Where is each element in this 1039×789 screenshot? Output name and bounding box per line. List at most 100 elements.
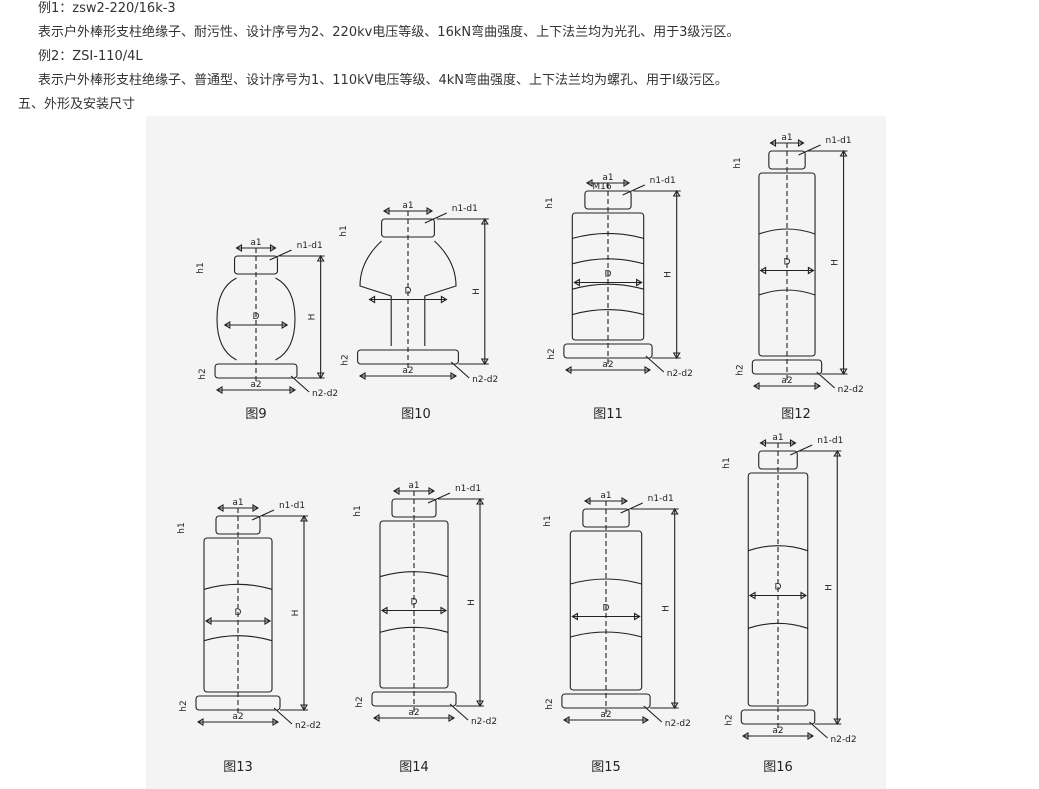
d-dimension-heads (571, 612, 641, 621)
h-dimension-heads (476, 497, 484, 708)
caption-fig-9: 图9 (245, 407, 266, 422)
caption-fig-12: 图12 (781, 407, 811, 422)
a2-dimension-heads (752, 382, 822, 390)
example-1-description: 表示户外棒形支柱绝缘子、耐污性、设计序号为2、220kv电压等级、16kN弯曲强… (38, 25, 740, 40)
a1-label: a1 (408, 481, 419, 491)
h-label: H (831, 259, 841, 266)
h1-label: h1 (733, 157, 743, 168)
a2-label: a2 (772, 726, 783, 736)
a2-dimension-heads (196, 718, 280, 726)
a1-label: a1 (600, 491, 611, 501)
a1-label: a1 (402, 201, 413, 211)
caption-fig-15: 图15 (591, 760, 621, 775)
insulator-body (758, 172, 816, 357)
n1d1-label: n1-d1 (825, 136, 851, 146)
h2-label: h2 (724, 714, 734, 725)
d-dimension-heads (380, 606, 448, 615)
d-label: D (411, 598, 418, 608)
body-left (216, 277, 237, 361)
a2-dimension-heads (372, 714, 456, 722)
n2-leader (290, 375, 310, 393)
caption-fig-16: 图16 (763, 760, 793, 775)
shed-4 (572, 309, 644, 316)
h-label: H (664, 271, 674, 278)
d-label: D (605, 270, 612, 280)
a2-dimension-heads (564, 366, 652, 374)
h2-label: h2 (735, 364, 745, 375)
n1d1-label: n1-d1 (279, 501, 305, 511)
h-dimension-heads (300, 514, 308, 712)
n2-leader (449, 703, 469, 721)
h2-label: h2 (545, 698, 555, 709)
d-dimension-heads (223, 321, 289, 329)
n2d2-label: n2-d2 (472, 375, 498, 385)
n2d2-label: n2-d2 (838, 385, 864, 395)
a1-dimension-heads (235, 244, 277, 252)
n1-leader (622, 184, 645, 196)
shed-3 (572, 283, 644, 290)
n1-leader (269, 249, 292, 261)
shed-1 (570, 578, 642, 585)
n2d2-label: n2-d2 (665, 719, 691, 729)
h1-label: h1 (353, 505, 363, 516)
h-label: H (472, 288, 482, 295)
n1d1-label: n1-d1 (650, 176, 676, 186)
caption-fig-11: 图11 (593, 407, 623, 422)
n2-leader (645, 355, 665, 373)
a1-dimension-heads (392, 487, 436, 495)
d-label: D (253, 312, 260, 322)
n2-leader (643, 705, 663, 723)
shed-1 (758, 228, 816, 235)
h-dimension-heads (480, 217, 489, 366)
insulator-body (747, 472, 809, 707)
section-heading: 五、外形及安装尺寸 (18, 97, 136, 112)
h1-label: h1 (543, 515, 553, 526)
h2-label: h2 (547, 348, 557, 359)
body-right (424, 240, 457, 346)
h-label: H (662, 605, 672, 612)
n1-leader (620, 502, 643, 514)
h-dimension-heads (833, 449, 842, 726)
shed-1 (748, 545, 808, 552)
h1-label: h1 (177, 522, 187, 533)
a2-dimension-heads (741, 732, 815, 740)
example-2-description: 表示户外棒形支柱绝缘子、普通型、设计序号为1、110kV电压等级、4kN弯曲强度… (38, 73, 728, 88)
d-label: D (405, 287, 412, 297)
a1-dimension-heads (769, 139, 805, 147)
d-label: D (603, 604, 610, 614)
caption-fig-13: 图13 (223, 760, 253, 775)
d-dimension-heads (759, 266, 815, 275)
d-dimension-heads (368, 295, 448, 304)
a1-dimension-heads (759, 439, 797, 447)
shed-2 (203, 635, 273, 642)
a2-dimension-heads (562, 716, 650, 724)
h-label: H (291, 610, 301, 617)
n1-leader (427, 492, 451, 504)
a2-label: a2 (250, 380, 261, 390)
n2-leader (809, 721, 828, 739)
insulator-drawings: Da1a2Hh1h2n1-d1n2-d2图9Da1a2Hh1h2n1-d1n2-… (177, 133, 864, 775)
a1-dimension-heads (216, 504, 260, 512)
a2-label: a2 (602, 360, 613, 370)
a1-dimension-heads (382, 207, 434, 215)
body-right (275, 277, 296, 361)
d-dimension-heads (748, 591, 808, 600)
a2-label: a2 (402, 366, 413, 376)
body-left (359, 240, 392, 346)
n2d2-label: n2-d2 (471, 717, 497, 727)
n2-leader (816, 371, 836, 389)
n2-leader (273, 707, 293, 725)
caption-fig-14: 图14 (399, 760, 429, 775)
n1d1-label: n1-d1 (297, 241, 323, 251)
h1-label: h1 (545, 197, 555, 208)
a2-label: a2 (232, 712, 243, 722)
example-2-title: 例2：ZSI-110/4L (38, 49, 143, 64)
h-label: H (467, 599, 477, 606)
example-1-title: 例1：zsw2-220/16k-3 (38, 1, 176, 16)
